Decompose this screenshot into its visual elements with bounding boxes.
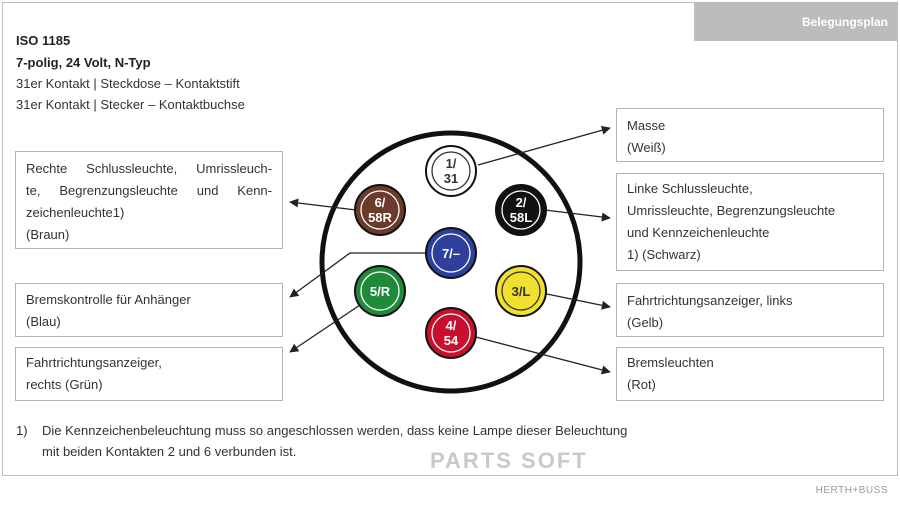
label-box-linke-schlussleuchte: Linke Schlussleuchte, Umrissleuchte, Beg… bbox=[616, 173, 884, 271]
box-line: Fahrtrichtungsanzeiger, links bbox=[627, 293, 793, 308]
box-line: Umrissleuchte, Begrenzungsleuchte bbox=[627, 203, 836, 218]
label-box-fahrtrichtung-rechts: Fahrtrichtungsanzeiger, rechts (Grün) bbox=[15, 347, 283, 401]
box-line: Linke Schlussleuchte, bbox=[627, 181, 753, 196]
footnote: 1) Die Kennzeichenbeleuchtung muss so ang… bbox=[16, 420, 627, 462]
box-line: (Blau) bbox=[26, 314, 61, 329]
box-line: (Braun) bbox=[26, 227, 70, 242]
label-box-bremskontrolle: Bremskontrolle für Anhänger (Blau) bbox=[15, 283, 283, 337]
box-line: Bremsleuchten bbox=[627, 355, 714, 370]
label-box-masse: Masse (Weiß) bbox=[616, 108, 884, 162]
box-line: Bremskontrolle für Anhänger bbox=[26, 292, 191, 307]
box-line: 1) (Schwarz) bbox=[627, 247, 701, 262]
box-line: (Rot) bbox=[627, 377, 656, 392]
box-line: zeichenleuchte1) bbox=[26, 205, 125, 220]
box-line: rechts (Grün) bbox=[26, 377, 103, 392]
brand-logo: HERTH+BUSS bbox=[815, 485, 888, 496]
belegungsplan-tab: Belegungsplan bbox=[694, 3, 898, 41]
box-line: (Gelb) bbox=[627, 315, 664, 330]
footnote-number: 1) bbox=[16, 423, 28, 438]
title: ISO 1185 bbox=[16, 33, 71, 48]
box-line: Masse bbox=[627, 118, 666, 133]
label-box-bremsleuchten: Bremsleuchten (Rot) bbox=[616, 347, 884, 401]
diagram-frame bbox=[2, 2, 898, 476]
label-box-fahrtrichtung-links: Fahrtrichtungsanzeiger, links (Gelb) bbox=[616, 283, 884, 337]
box-line: (Weiß) bbox=[627, 140, 666, 155]
contact-line-plug: 31er Kontakt | Stecker – Kontaktbuchse bbox=[16, 97, 245, 112]
subtitle: 7-polig, 24 Volt, N-Typ bbox=[16, 55, 151, 70]
watermark: PARTS SOFT bbox=[430, 448, 588, 473]
box-line: Fahrtrichtungsanzeiger, bbox=[26, 355, 162, 370]
box-line: und Kennzeichenleuchte bbox=[627, 225, 770, 240]
box-line: te, Begrenzungsleuchte und Kenn- bbox=[26, 183, 272, 198]
label-box-rechte-schlussleuchte: Rechte Schlussleuchte, Umrissleuch- te, … bbox=[15, 151, 283, 249]
contact-line-socket: 31er Kontakt | Steckdose – Kontaktstift bbox=[16, 76, 240, 91]
tab-label: Belegungsplan bbox=[801, 15, 888, 29]
footnote-text-continued: mit beiden Kontakten 2 und 6 verbunden i… bbox=[42, 444, 297, 459]
box-line: Rechte Schlussleuchte, Umrissleuch- bbox=[26, 161, 272, 176]
footnote-text: Die Kennzeichenbeleuchtung muss so anges… bbox=[42, 423, 628, 438]
